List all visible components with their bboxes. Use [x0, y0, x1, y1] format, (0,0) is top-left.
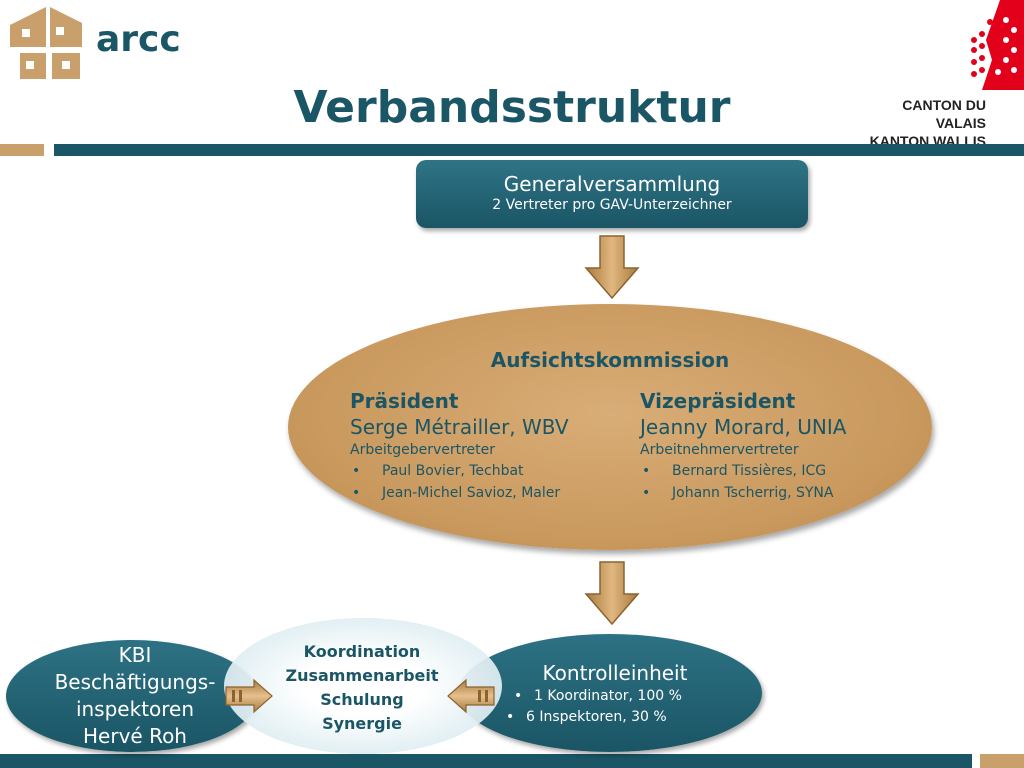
header-bar-teal [54, 144, 1024, 156]
general-assembly-subtitle: 2 Vertreter pro GAV-Unterzeichner [492, 197, 732, 213]
president-name: Serge Métrailler, WBV [350, 415, 569, 439]
kbi-text: KBI Beschäftigungs- inspektoren Hervé Ro… [20, 642, 250, 750]
kbi-line: Beschäftigungs- [54, 670, 216, 694]
coordination-text: Koordination Zusammenarbeit Schulung Syn… [262, 640, 462, 736]
control-unit-title: Kontrolleinheit [542, 661, 688, 685]
list-item: 1 Koordinator, 100 % [510, 686, 682, 707]
kbi-line: KBI [118, 643, 152, 667]
list-item: Johann Tscherrig, SYNA [640, 482, 900, 504]
president-role: Präsident [350, 389, 459, 413]
list-item: 6 Inspektoren, 30 % [502, 707, 682, 728]
coordination-line: Schulung [320, 690, 404, 709]
list-item: Bernard Tissières, ICG [640, 460, 900, 482]
coordination-line: Koordination [303, 642, 421, 661]
general-assembly-box: Generalversammlung 2 Vertreter pro GAV-U… [416, 160, 808, 228]
vice-president-column: Vizepräsident Jeanny Morard, UNIA Arbeit… [640, 388, 900, 504]
vice-president-role: Vizepräsident [640, 389, 796, 413]
coordination-line: Synergie [322, 714, 402, 733]
left-arrow-icon [447, 678, 495, 714]
supervisory-commission-ellipse [288, 304, 932, 550]
arcc-logo-text: arcc [96, 19, 181, 60]
down-arrow-icon [584, 235, 640, 300]
list-item: Paul Bovier, Techbat [350, 460, 610, 482]
down-arrow-icon [584, 561, 640, 626]
control-unit-list: 1 Koordinator, 100 % 6 Inspektoren, 30 % [502, 686, 682, 728]
supervisory-commission-title: Aufsichtskommission [490, 348, 730, 372]
employee-members-list: Bernard Tissières, ICG Johann Tscherrig,… [640, 460, 900, 504]
list-item: Jean-Michel Savioz, Maler [350, 482, 610, 504]
kbi-line: Hervé Roh [83, 724, 187, 748]
kbi-line: inspektoren [75, 697, 195, 721]
kbi-ellipse [6, 640, 258, 752]
vice-president-name: Jeanny Morard, UNIA [640, 415, 847, 439]
employee-representative-label: Arbeitnehmervertreter [640, 442, 799, 458]
canton-name-fr: CANTON DU VALAIS [902, 97, 986, 131]
general-assembly-title: Generalversammlung [503, 172, 721, 196]
coordination-ellipse [224, 618, 502, 754]
canton-valais-flag-icon [971, 0, 1024, 90]
header-bar-gold [0, 144, 44, 156]
employer-members-list: Paul Bovier, Techbat Jean-Michel Savioz,… [350, 460, 610, 504]
coordination-line: Zusammenarbeit [285, 666, 439, 685]
right-arrow-icon [225, 678, 273, 714]
footer-bar-teal [0, 754, 972, 768]
footer-bar-gold [980, 754, 1024, 768]
page-title: Verbandsstruktur [293, 82, 731, 133]
president-column: Präsident Serge Métrailler, WBV Arbeitge… [350, 388, 610, 504]
canton-name: CANTON DU VALAIS KANTON WALLIS [850, 96, 986, 150]
arcc-logo-icon [10, 7, 82, 79]
employer-representative-label: Arbeitgebervertreter [350, 442, 496, 458]
